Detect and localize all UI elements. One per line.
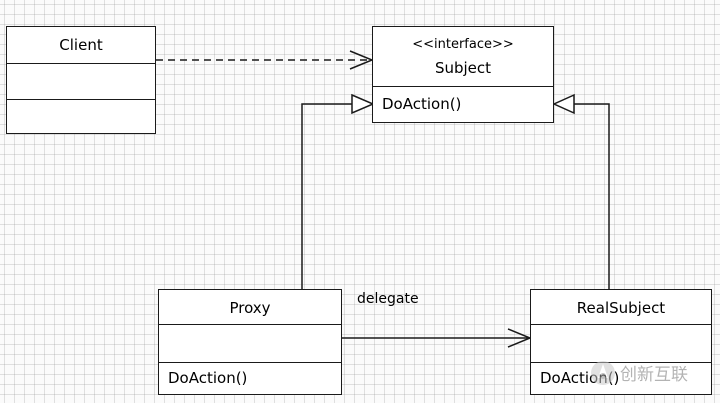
class-proxy-attributes: [159, 324, 341, 362]
class-realsubject-name: RealSubject: [576, 299, 666, 317]
watermark-text: 创新互联: [620, 365, 688, 385]
class-proxy[interactable]: Proxy DoAction(): [158, 289, 342, 395]
class-client-name: Client: [59, 36, 103, 54]
watermark-logo: 创新互联: [591, 361, 688, 385]
client-subject-dependency[interactable]: [156, 50, 374, 70]
class-proxy-name: Proxy: [229, 299, 271, 317]
interface-subject[interactable]: <<interface>> Subject DoAction(): [372, 26, 554, 123]
class-realsubject[interactable]: RealSubject DoAction(): [530, 289, 712, 395]
watermark-icon: [591, 361, 615, 385]
proxy-subject-realization[interactable]: [301, 93, 375, 289]
interface-subject-name: Subject: [434, 59, 492, 77]
class-proxy-method: DoAction(): [168, 369, 248, 387]
class-proxy-methods: DoAction(): [159, 362, 341, 394]
class-client-methods: [7, 99, 155, 133]
interface-subject-method: DoAction(): [382, 95, 462, 113]
class-client-attributes: [7, 63, 155, 99]
class-client[interactable]: Client: [6, 26, 156, 134]
interface-subject-methods: DoAction(): [373, 86, 553, 122]
class-realsubject-attributes: [531, 324, 711, 362]
interface-subject-stereotype: <<interface>>: [412, 37, 514, 52]
proxy-realsubject-association[interactable]: [342, 328, 532, 348]
delegate-label: delegate: [357, 291, 419, 307]
realsubject-subject-realization[interactable]: [552, 93, 610, 289]
